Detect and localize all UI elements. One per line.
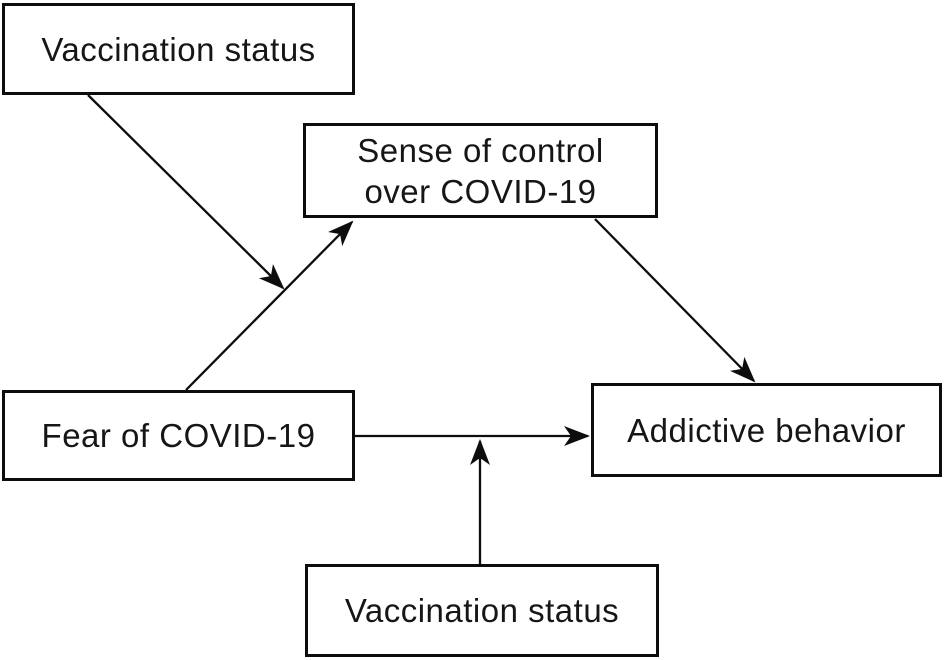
node-label-line2: over COVID-19 xyxy=(364,172,597,210)
node-fear-of-covid19: Fear of COVID-19 xyxy=(2,390,355,481)
node-addictive-behavior: Addictive behavior xyxy=(591,383,942,477)
node-label: Addictive behavior xyxy=(627,411,906,449)
node-label: Vaccination status xyxy=(344,592,620,629)
node-vaccination-status-bottom: Vaccination status xyxy=(305,564,659,657)
node-sense-of-control: Sense of control over COVID-19 xyxy=(303,123,658,218)
node-label: Fear of COVID-19 xyxy=(41,417,316,454)
node-label-line1: Sense of control xyxy=(357,131,604,169)
node-vaccination-status-top: Vaccination status xyxy=(2,3,355,95)
arrow-fear-to-sense-of-control xyxy=(185,220,354,391)
arrow-sense-of-control-to-addictive-behavior xyxy=(594,218,756,383)
node-label: Vaccination status xyxy=(41,30,316,68)
arrow-vaccination-top-to-fear-sense-path xyxy=(87,94,285,290)
